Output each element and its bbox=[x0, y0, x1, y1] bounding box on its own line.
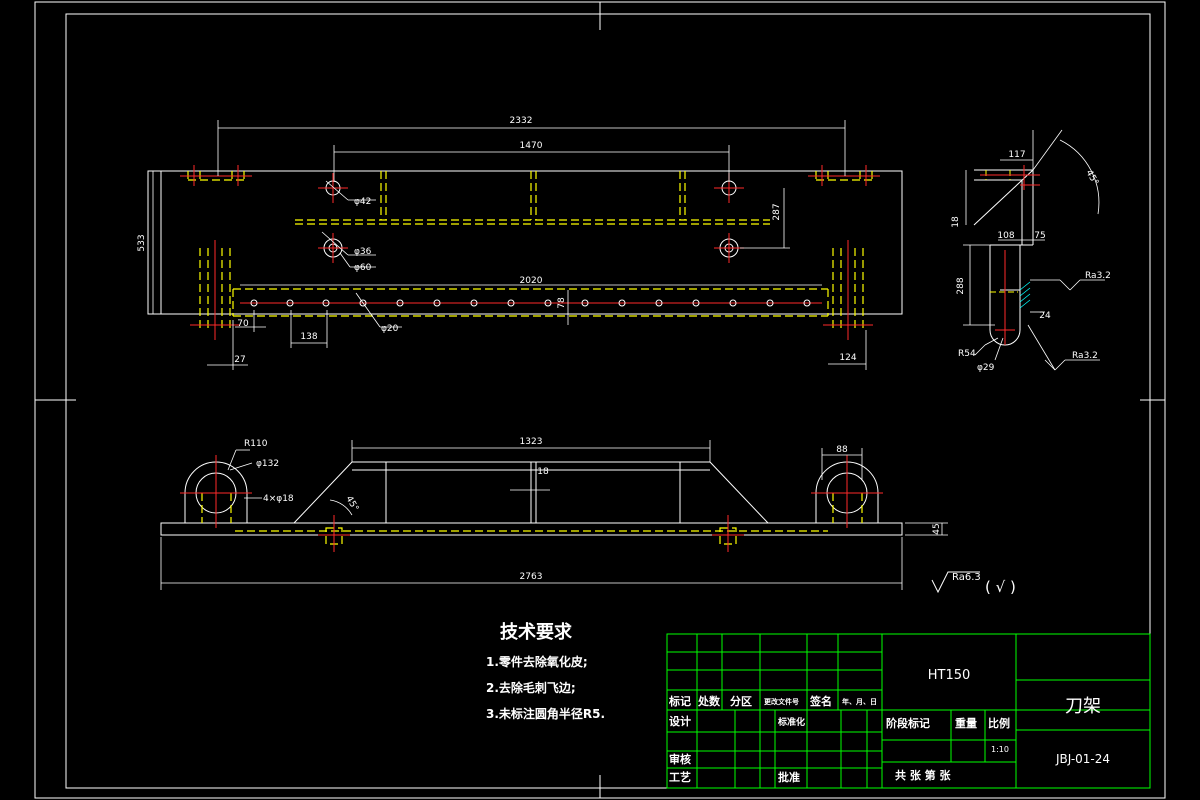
dim-117: 117 bbox=[1008, 150, 1025, 160]
title-process: 工艺 bbox=[669, 770, 691, 784]
title-scale: 1:10 bbox=[991, 745, 1009, 754]
dim-124: 124 bbox=[839, 353, 856, 363]
front-view: 1323 18 R110 φ132 4×φ18 45° 88 2763 45 R… bbox=[160, 437, 1016, 596]
top-view-hidden-lines bbox=[187, 171, 873, 330]
dim-45deg-front: 45° bbox=[343, 495, 360, 514]
dim-d132: φ132 bbox=[256, 459, 279, 469]
top-view: 2332 1470 533 287 2020 φ42 φ36 φ60 φ20 7… bbox=[137, 116, 903, 370]
roughness-paren: ( √ ) bbox=[985, 578, 1016, 596]
title-header-date: 年、月、日 bbox=[842, 697, 877, 706]
top-view-dimension-text: 2332 1470 533 287 2020 φ42 φ36 φ60 φ20 7… bbox=[137, 116, 857, 365]
title-header-docno: 更改文件号 bbox=[764, 697, 799, 706]
roughness-ra32-a: Ra3.2 bbox=[1085, 271, 1111, 281]
top-view-bolt-row bbox=[240, 299, 822, 307]
side-view-dimension-text: 117 45° 18 108 75 288 24 R54 φ29 Ra3.2 R… bbox=[951, 150, 1111, 373]
dim-d20: φ20 bbox=[381, 324, 399, 334]
dim-533: 533 bbox=[137, 234, 147, 251]
tech-requirements: 技术要求 1.零件去除氧化皮; 2.去除毛刺飞边; 3.未标注圆角半径R5. bbox=[486, 621, 605, 721]
title-weight: 重量 bbox=[955, 716, 977, 730]
top-view-center-lines bbox=[180, 165, 880, 340]
dim-70: 70 bbox=[237, 319, 249, 329]
dim-2332: 2332 bbox=[510, 116, 533, 126]
roughness-ra63: Ra6.3 bbox=[952, 572, 981, 583]
top-view-dimension-lines bbox=[152, 120, 867, 370]
tech-requirement-2: 2.去除毛刺飞边; bbox=[486, 680, 576, 695]
roughness-ra32-b: Ra3.2 bbox=[1072, 351, 1098, 361]
title-sheets: 共 张 第 张 bbox=[895, 768, 951, 782]
dim-r110: R110 bbox=[244, 439, 268, 449]
dim-2763: 2763 bbox=[520, 572, 543, 582]
dim-18-front: 18 bbox=[537, 467, 549, 477]
dim-27: 27 bbox=[234, 355, 245, 365]
title-review: 审核 bbox=[669, 752, 691, 766]
general-roughness: Ra6.3 ( √ ) bbox=[931, 571, 1016, 596]
title-header-sign: 签名 bbox=[809, 694, 832, 708]
dim-d29: φ29 bbox=[977, 363, 995, 373]
dim-1323: 1323 bbox=[520, 437, 543, 447]
dim-138: 138 bbox=[300, 332, 317, 342]
dim-d42: φ42 bbox=[354, 197, 371, 207]
dim-88: 88 bbox=[836, 445, 848, 455]
title-block: HT150 刀架 JBJ-01-24 1:10 标记 处数 分区 更改文件号 签… bbox=[666, 633, 1151, 789]
dim-75: 75 bbox=[1034, 231, 1045, 241]
tech-requirement-1: 1.零件去除氧化皮; bbox=[486, 654, 588, 669]
dim-78: 78 bbox=[557, 297, 567, 309]
dim-45deg: 45° bbox=[1083, 169, 1100, 188]
dim-18: 18 bbox=[951, 216, 961, 228]
title-header-mark: 标记 bbox=[668, 694, 691, 708]
tech-requirements-title: 技术要求 bbox=[500, 621, 573, 643]
tech-requirement-3: 3.未标注圆角半径R5. bbox=[486, 706, 605, 721]
dim-108: 108 bbox=[997, 231, 1014, 241]
title-material: HT150 bbox=[928, 668, 971, 683]
title-design: 设计 bbox=[669, 714, 691, 728]
dim-288: 288 bbox=[956, 277, 966, 294]
title-drawing-number: JBJ-01-24 bbox=[1055, 752, 1110, 766]
title-ratio: 比例 bbox=[988, 716, 1010, 730]
dim-45-height: 45 bbox=[932, 523, 942, 534]
sheet-border bbox=[34, 1, 1166, 799]
title-stage-mark: 阶段标记 bbox=[886, 716, 930, 730]
side-view: 117 45° 18 108 75 288 24 R54 φ29 Ra3.2 R… bbox=[951, 129, 1111, 373]
dim-r54: R54 bbox=[958, 349, 976, 359]
dim-d60: φ60 bbox=[354, 263, 372, 273]
dim-24: 24 bbox=[1039, 311, 1051, 321]
dim-4x18: 4×φ18 bbox=[263, 494, 294, 504]
dim-d36: φ36 bbox=[354, 247, 372, 257]
title-header-zone: 分区 bbox=[730, 694, 752, 708]
dim-1470: 1470 bbox=[520, 141, 543, 151]
front-view-dimension-text: 1323 18 R110 φ132 4×φ18 45° 88 2763 45 bbox=[244, 437, 942, 582]
dim-287: 287 bbox=[772, 203, 782, 220]
title-approve: 批准 bbox=[778, 770, 800, 784]
title-header-count: 处数 bbox=[697, 694, 721, 708]
title-standardization: 标准化 bbox=[777, 716, 805, 728]
dim-2020: 2020 bbox=[520, 276, 543, 286]
title-part-name: 刀架 bbox=[1065, 696, 1101, 717]
front-view-hidden-lines bbox=[201, 493, 863, 545]
